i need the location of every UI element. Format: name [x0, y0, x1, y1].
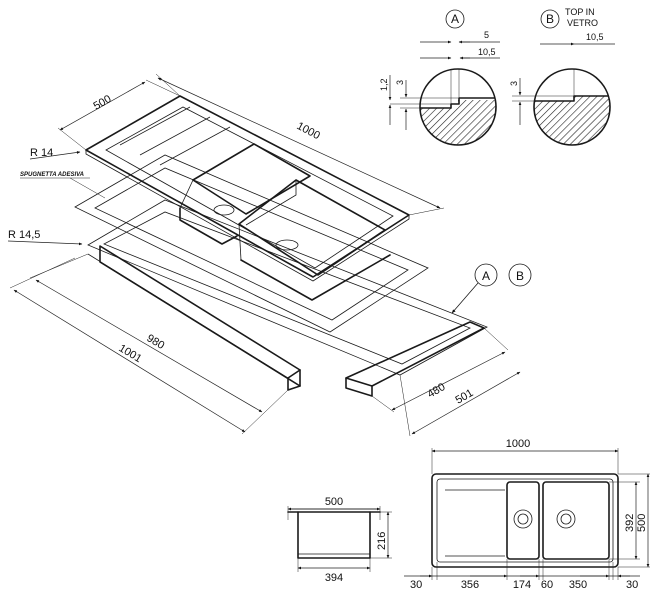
plan-dim-30-left: 30 [410, 579, 422, 591]
detail-a-dim-10-5: 10,5 [478, 47, 496, 57]
radius-14: R 14 [30, 147, 53, 159]
plan-dim-30-right: 30 [626, 579, 638, 591]
plan-view: 1000 392 500 30 356 174 60 350 30 [404, 438, 650, 591]
detail-a-marker [445, 9, 465, 29]
worktop-cutout [87, 199, 488, 376]
detail-b-label: B [546, 12, 554, 26]
plan-bowl-left [506, 481, 540, 560]
section-dim-216: 216 [376, 532, 388, 550]
plan-drain-left [513, 509, 533, 529]
section-dim-394: 394 [325, 572, 343, 584]
dim-500-iso: 500 [92, 93, 114, 113]
detail-a-dim-5: 5 [484, 30, 489, 40]
plan-bowl-right [542, 481, 610, 560]
adhesive-sponge-label: SPUGNETTA ADESIVA [20, 172, 84, 178]
worktop-strip-left [99, 245, 301, 387]
plan-dim-174: 174 [513, 579, 531, 591]
section-dim-500: 500 [325, 496, 343, 508]
section-view: 500 216 394 [287, 496, 392, 584]
plan-dim-500: 500 [636, 514, 648, 532]
detail-b-title-1: TOP IN [565, 7, 595, 17]
plan-outline [431, 473, 619, 568]
dim-1001-iso: 1001 [116, 342, 143, 365]
drain-left [213, 204, 235, 216]
plan-dim-1000: 1000 [506, 438, 530, 450]
plan-dim-60: 60 [541, 579, 553, 591]
plan-dim-356: 356 [461, 579, 479, 591]
detail-a-dim-3: 3 [395, 80, 405, 85]
callout-b-label: B [516, 269, 524, 283]
detail-b-circle [533, 68, 611, 146]
detail-a-dim-1-2: 1,2 [379, 78, 389, 91]
radius-14-5: R 14,5 [8, 229, 40, 241]
detail-b-marker [540, 9, 560, 29]
isometric-view: 500 1000 R 14 SPUGNETTA ADESIVA R 14,5 9… [7, 73, 532, 437]
detail-b-title-2: VETRO [567, 18, 598, 28]
dim-980-iso: 980 [144, 332, 166, 352]
dim-480-iso: 480 [426, 381, 448, 401]
detail-b-dim-10-5: 10,5 [586, 32, 604, 42]
callout-a-label: A [482, 269, 490, 283]
detail-b-dim-3: 3 [509, 81, 519, 86]
dim-1000-iso: 1000 [295, 120, 322, 142]
plan-dim-392: 392 [624, 514, 636, 532]
dim-501-iso: 501 [454, 387, 476, 407]
plan-drain-right [556, 509, 576, 529]
section-bowl [297, 511, 371, 559]
detail-a-label: A [451, 12, 459, 26]
detail-a: A 5 10,5 1,2 3 [379, 9, 500, 146]
callout-a [474, 263, 498, 287]
drain-right [275, 239, 299, 251]
plan-dim-350: 350 [569, 579, 587, 591]
detail-b: B TOP IN VETRO 10,5 3 [509, 7, 615, 146]
callout-b [508, 263, 532, 287]
bowl-right-rim [238, 179, 386, 276]
